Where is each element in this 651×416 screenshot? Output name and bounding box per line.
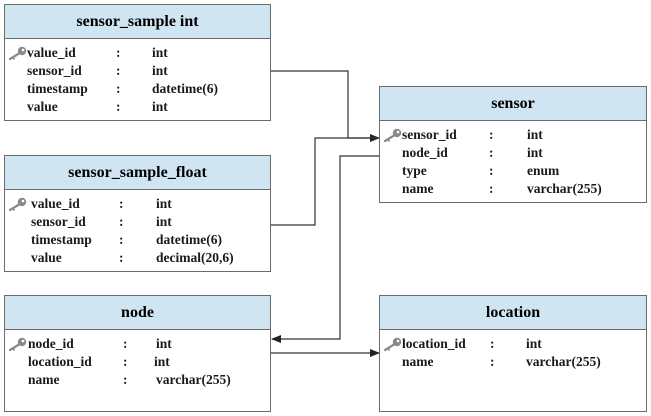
- key-icon: [383, 337, 402, 352]
- column-name: location_id: [402, 336, 466, 351]
- connector-sensor-sample-float-to-sensor: [271, 137, 379, 226]
- column-type: enum: [527, 163, 560, 178]
- column-type: varchar(255): [527, 181, 602, 196]
- column-name: node_id: [28, 336, 74, 351]
- column-name: value: [31, 250, 62, 265]
- column-row[interactable]: value : decimal(20,6): [5, 249, 270, 267]
- connector-sensor-sample-int-to-sensor: [271, 70, 380, 142]
- column-row[interactable]: location_id : int: [5, 353, 270, 371]
- column-separator: :: [123, 354, 128, 369]
- column-row[interactable]: timestamp : datetime(6): [5, 231, 270, 249]
- table-title: sensor_sample_float: [5, 156, 270, 190]
- table-title: sensor_sample int: [5, 5, 270, 39]
- column-row[interactable]: type : enum: [380, 162, 646, 180]
- column-row[interactable]: sensor_id : int: [5, 62, 270, 80]
- column-separator: :: [116, 63, 121, 78]
- column-type: int: [156, 214, 172, 229]
- column-type: int: [152, 63, 168, 78]
- column-separator: :: [489, 145, 494, 160]
- connector-sensor-to-node: [271, 155, 379, 343]
- column-separator: :: [489, 181, 494, 196]
- column-type: datetime(6): [152, 81, 218, 96]
- column-type: decimal(20,6): [156, 250, 234, 265]
- column-name: timestamp: [27, 81, 88, 96]
- column-row[interactable]: timestamp : datetime(6): [5, 80, 270, 98]
- column-separator: :: [490, 354, 495, 369]
- column-list: sensor_id : int node_id : int type : enu…: [380, 121, 646, 198]
- column-row[interactable]: value : int: [5, 98, 270, 116]
- column-name: timestamp: [31, 232, 92, 247]
- table-node[interactable]: node node_id : int location_id : int nam…: [4, 295, 271, 412]
- table-title: sensor: [380, 87, 646, 121]
- key-icon: [8, 197, 27, 212]
- column-separator: :: [123, 336, 128, 351]
- column-list: location_id : int name : varchar(255): [380, 330, 646, 371]
- column-type: varchar(255): [156, 372, 231, 387]
- column-type: int: [152, 99, 168, 114]
- key-icon: [383, 128, 402, 143]
- column-separator: :: [119, 232, 124, 247]
- column-row[interactable]: sensor_id : int: [5, 213, 270, 231]
- column-row[interactable]: node_id : int: [380, 144, 646, 162]
- column-name: name: [28, 372, 60, 387]
- column-type: varchar(255): [526, 354, 601, 369]
- column-separator: :: [119, 214, 124, 229]
- column-separator: :: [123, 372, 128, 387]
- column-row[interactable]: name : varchar(255): [380, 180, 646, 198]
- column-list: value_id : int sensor_id : int timestamp…: [5, 190, 270, 267]
- column-name: name: [402, 354, 434, 369]
- column-separator: :: [119, 196, 124, 211]
- column-separator: :: [489, 163, 494, 178]
- column-row[interactable]: name : varchar(255): [5, 371, 270, 389]
- column-name: name: [402, 181, 434, 196]
- column-separator: :: [489, 127, 494, 142]
- table-title: node: [5, 296, 270, 330]
- column-type: int: [526, 336, 542, 351]
- table-location[interactable]: location location_id : int name : varcha…: [379, 295, 647, 412]
- column-type: int: [152, 45, 168, 60]
- column-type: int: [156, 336, 172, 351]
- column-row[interactable]: name : varchar(255): [380, 353, 646, 371]
- column-row[interactable]: sensor_id : int: [380, 126, 646, 144]
- table-sensor-sample-float[interactable]: sensor_sample_float value_id : int senso…: [4, 155, 271, 272]
- column-name: value_id: [31, 196, 80, 211]
- column-type: datetime(6): [156, 232, 222, 247]
- column-name: sensor_id: [27, 63, 82, 78]
- column-separator: :: [116, 99, 121, 114]
- table-title: location: [380, 296, 646, 330]
- column-type: int: [156, 196, 172, 211]
- key-icon: [8, 337, 27, 352]
- column-row[interactable]: value_id : int: [5, 44, 270, 62]
- column-separator: :: [116, 45, 121, 60]
- column-name: type: [402, 163, 427, 178]
- column-row[interactable]: value_id : int: [5, 195, 270, 213]
- column-name: sensor_id: [31, 214, 86, 229]
- column-row[interactable]: location_id : int: [380, 335, 646, 353]
- column-separator: :: [116, 81, 121, 96]
- column-name: value_id: [27, 45, 76, 60]
- column-row[interactable]: node_id : int: [5, 335, 270, 353]
- table-sensor-sample-int[interactable]: sensor_sample int value_id : int sensor_…: [4, 4, 271, 121]
- column-name: location_id: [28, 354, 92, 369]
- column-list: value_id : int sensor_id : int timestamp…: [5, 39, 270, 116]
- column-name: sensor_id: [402, 127, 457, 142]
- column-name: node_id: [402, 145, 448, 160]
- column-separator: :: [119, 250, 124, 265]
- column-type: int: [527, 127, 543, 142]
- column-name: value: [27, 99, 58, 114]
- column-list: node_id : int location_id : int name : v…: [5, 330, 270, 389]
- table-sensor[interactable]: sensor sensor_id : int node_id : int typ…: [379, 86, 647, 203]
- column-type: int: [154, 354, 170, 369]
- column-separator: :: [490, 336, 495, 351]
- key-icon: [8, 46, 27, 61]
- column-type: int: [527, 145, 543, 160]
